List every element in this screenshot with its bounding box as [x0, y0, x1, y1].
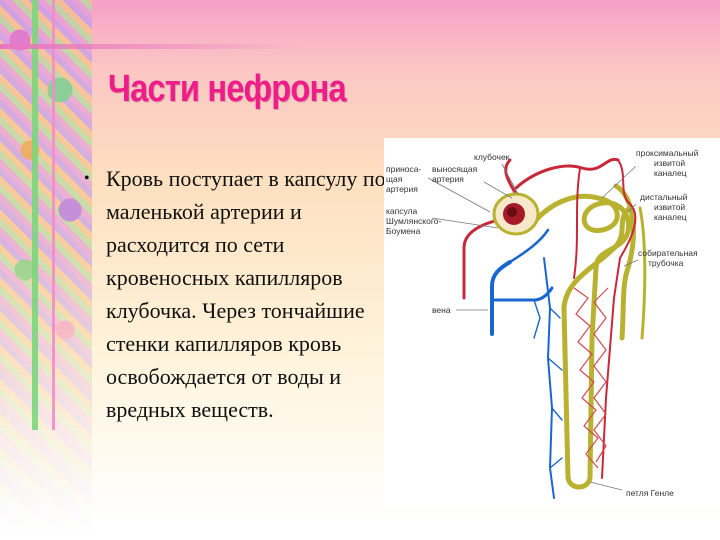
- label-distal-tubule-1: дистальный: [640, 192, 688, 202]
- label-collecting-duct-1: собирательная: [638, 248, 698, 258]
- decorative-green-line: [32, 0, 38, 430]
- decorative-background-strip: [0, 0, 92, 540]
- decorative-pink-line: [52, 0, 55, 430]
- distal-tubule: [561, 205, 633, 311]
- label-collecting-duct-2: трубочка: [648, 258, 684, 268]
- artery-network: [462, 157, 637, 479]
- label-afferent-artery-1: приноса-: [386, 164, 421, 174]
- bullet-marker: •: [84, 170, 90, 187]
- capillary-mesh: [573, 287, 609, 469]
- label-vein: вена: [432, 305, 451, 315]
- label-proximal-tubule-2: извитой: [654, 158, 685, 168]
- label-capsule-1: капсула: [386, 206, 418, 216]
- label-proximal-tubule-3: каналец: [654, 168, 687, 178]
- glomerulus-capsule: [492, 192, 540, 236]
- label-afferent-artery-3: артерия: [386, 184, 418, 194]
- bullet-text: Кровь поступает в капсулу по маленькой а…: [106, 166, 386, 422]
- label-distal-tubule-2: извитой: [654, 202, 685, 212]
- loop-of-henle-descending: [561, 305, 593, 490]
- efferent-artery: [514, 157, 620, 190]
- label-efferent-artery-2: артерия: [432, 174, 464, 184]
- slide-title: Части нефрона: [108, 68, 347, 110]
- label-loop-of-henle: петля Генле: [626, 488, 674, 498]
- label-efferent-artery-1: выносящая: [432, 164, 478, 174]
- leader-lines: [427, 163, 639, 491]
- bullet-list: • Кровь поступает в капсулу по маленькой…: [84, 162, 394, 426]
- label-capsule-2: Шумлянского-: [386, 216, 441, 226]
- decorative-horizontal-line: [0, 44, 300, 49]
- label-distal-tubule-3: каналец: [654, 212, 687, 222]
- label-proximal-tubule-1: проксимальный: [636, 148, 699, 158]
- label-afferent-artery-2: щая: [386, 174, 403, 184]
- vein-network: [490, 228, 563, 499]
- label-capsule-3: Боумена: [386, 226, 421, 236]
- label-glomerulus: клубочек: [474, 152, 510, 162]
- vein: [490, 260, 512, 336]
